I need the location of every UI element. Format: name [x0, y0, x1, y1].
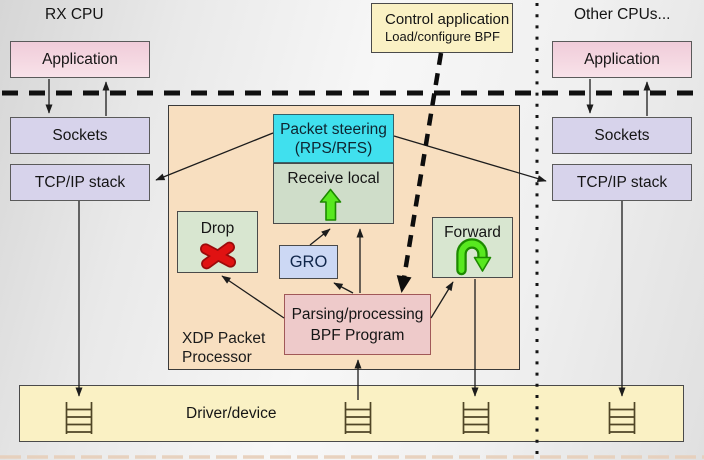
bpf-program-line2: BPF Program	[310, 326, 405, 344]
control-application-title: Control application	[385, 11, 510, 28]
sockets-label: Sockets	[594, 127, 650, 144]
packet-steering-box: Packet steering (RPS/RFS)	[273, 114, 394, 163]
xdp-label-line2: Processor	[182, 349, 252, 366]
rx-cpu-title: RX CPU	[45, 6, 104, 23]
forward-label: Forward	[444, 224, 501, 241]
tcpip-stack-label: TCP/IP stack	[576, 174, 668, 191]
xdp-label-line1: XDP Packet	[182, 330, 266, 347]
control-application-subtitle: Load/configure BPF	[385, 29, 500, 44]
receive-local-box: Receive local	[273, 163, 394, 224]
sockets-box-right: Sockets	[552, 117, 692, 154]
driver-device-label: Driver/device	[186, 405, 277, 422]
packet-steering-line2: (RPS/RFS)	[294, 139, 373, 157]
bpf-program-line1: Parsing/processing	[291, 305, 424, 323]
gro-label: GRO	[289, 252, 328, 271]
application-label: Application	[584, 51, 660, 68]
sockets-label: Sockets	[52, 127, 108, 144]
tcpip-stack-label: TCP/IP stack	[34, 174, 126, 191]
bpf-program-box: Parsing/processing BPF Program	[284, 294, 431, 355]
control-application-box: Control application Load/configure BPF	[371, 3, 513, 53]
other-cpus-title: Other CPUs...	[574, 6, 671, 23]
application-label: Application	[42, 51, 118, 68]
receive-local-label: Receive local	[287, 170, 380, 187]
packet-steering-line1: Packet steering	[280, 120, 387, 138]
tcpip-stack-box-left: TCP/IP stack	[10, 164, 150, 201]
drop-box: Drop	[177, 211, 258, 273]
drop-label: Drop	[200, 220, 235, 237]
xdp-packet-processor-label: XDP Packet Processor	[182, 329, 265, 367]
sockets-box-left: Sockets	[10, 117, 150, 154]
driver-device-bar: Driver/device	[19, 385, 684, 442]
gro-box: GRO	[279, 245, 338, 279]
application-box-left: Application	[10, 41, 150, 78]
application-box-right: Application	[552, 41, 692, 78]
tcpip-stack-box-right: TCP/IP stack	[552, 164, 692, 201]
forward-box: Forward	[432, 217, 513, 278]
